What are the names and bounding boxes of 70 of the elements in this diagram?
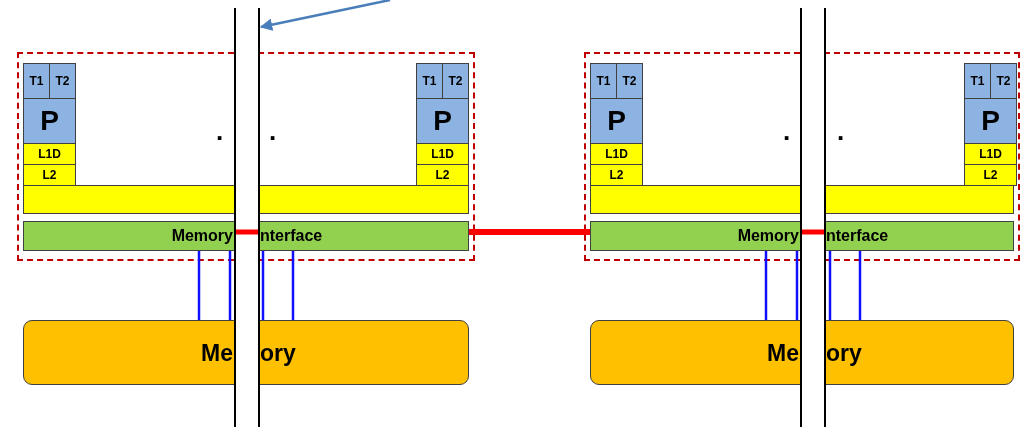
thread-label: T1 [29,75,44,87]
processor-core [416,98,469,144]
processor-core [590,98,643,144]
axis-break-band [800,8,826,427]
interface-label: nterface [826,228,889,244]
cache-label: L2 [609,169,624,181]
axis-break-band [234,8,260,427]
thread-label: T1 [970,75,985,87]
thread-cell [442,63,469,99]
cache-level [23,164,76,186]
thread-label: T1 [596,75,611,87]
memory-channel-line [858,251,862,320]
shared-cache-bar [23,185,469,214]
cache-level [416,143,469,165]
cache-level [964,164,1017,186]
thread-cell [964,63,991,99]
thread-cell [23,63,50,99]
interconnect-link [469,229,590,235]
cache-label: L1D [38,148,61,160]
interface-label: Memory [737,228,799,244]
memory-interface-bar [590,221,1014,251]
memory-channel-line [291,251,295,320]
interface-label: nterface [260,228,323,244]
thread-label: T2 [448,75,463,87]
cache-level [416,164,469,186]
cache-label: L1D [979,148,1002,160]
thread-label: T2 [996,75,1011,87]
ellipsis-dot: . [269,118,277,144]
cache-level [23,143,76,165]
processor-label: P [607,107,626,135]
processor-core [23,98,76,144]
thread-cell [616,63,643,99]
cache-label: L2 [983,169,998,181]
thread-label: T2 [622,75,637,87]
memory-channel-line [828,251,832,320]
processor-label: P [40,107,59,135]
cache-label: L1D [605,148,628,160]
memory-channel-line [764,251,768,320]
memory-block [590,320,1014,385]
cache-label: L2 [435,169,450,181]
ellipsis-dot: . [783,118,791,144]
memory-label: Me [767,341,799,364]
memory-label: ory [826,341,862,364]
processor-label: P [433,107,452,135]
memory-block [23,320,469,385]
cache-level [590,143,643,165]
memory-label: Me [201,341,233,364]
memory-interface-bar [23,221,469,251]
memory-label: ory [260,341,296,364]
pointer-arrow [259,0,391,31]
processor-core [964,98,1017,144]
thread-label: T2 [55,75,70,87]
interface-label: Memory [171,228,233,244]
thread-cell [416,63,443,99]
cache-label: L1D [431,148,454,160]
memory-channel-line [228,251,232,320]
thread-label: T1 [422,75,437,87]
thread-cell [990,63,1017,99]
processor-label: P [981,107,1000,135]
thread-cell [49,63,76,99]
ellipsis-dot: . [216,118,224,144]
memory-channel-line [795,251,799,320]
ellipsis-dot: . [837,118,845,144]
memory-channel-line [197,251,201,320]
thread-cell [590,63,617,99]
cache-level [590,164,643,186]
cache-label: L2 [42,169,57,181]
memory-channel-line [261,251,265,320]
shared-cache-bar [590,185,1014,214]
cache-level [964,143,1017,165]
